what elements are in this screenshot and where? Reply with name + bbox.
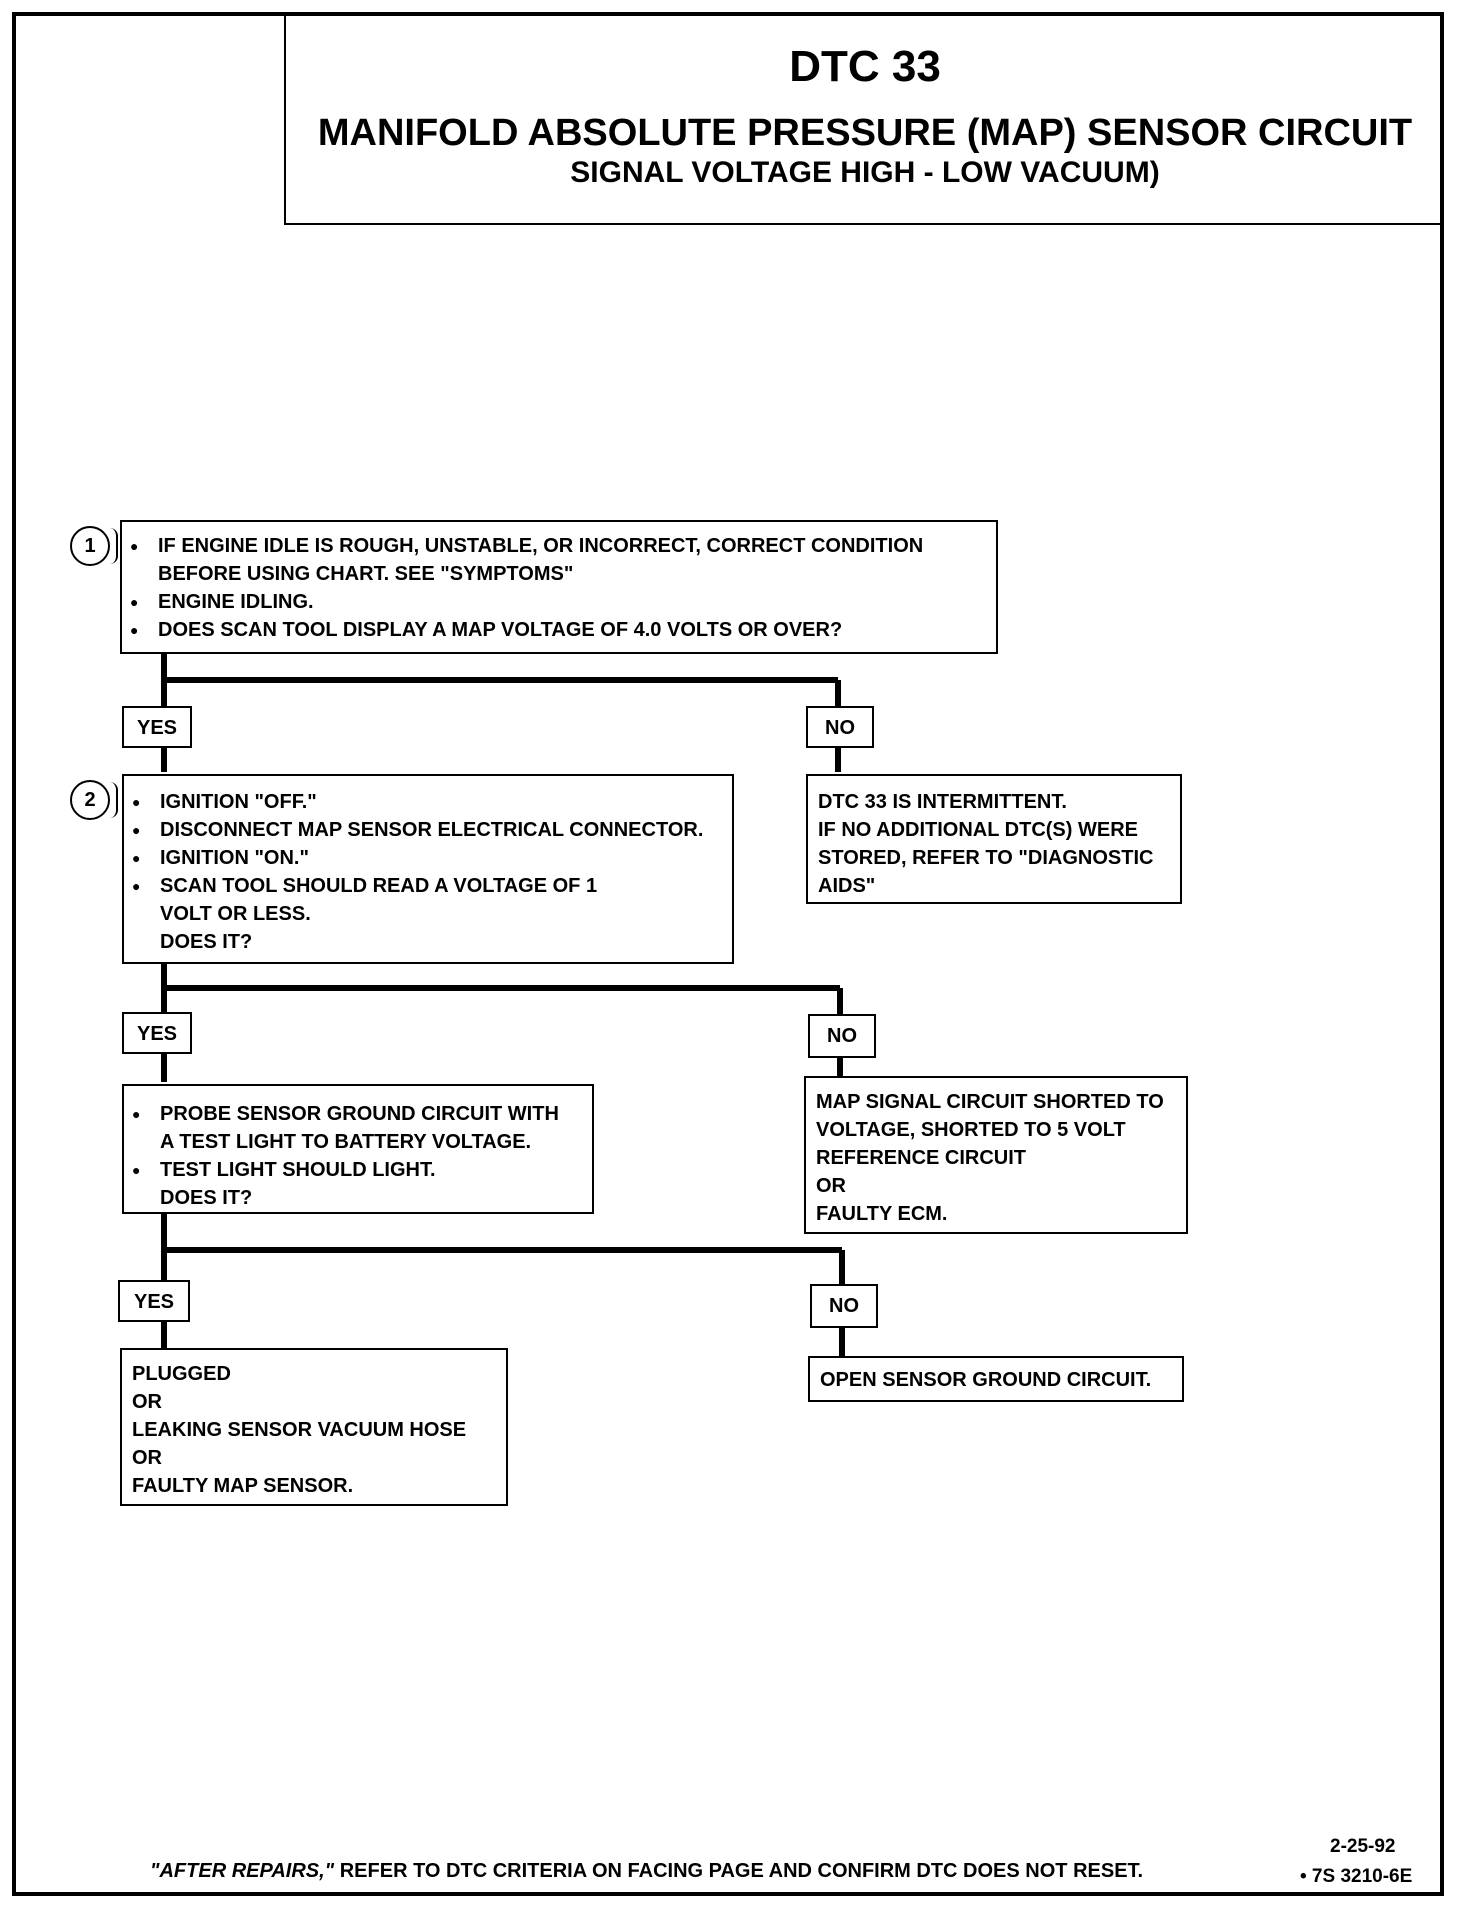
step2-bullet-3: IGNITION "ON.": [124, 844, 732, 872]
result-open-ground-box: OPEN SENSOR GROUND CIRCUIT.: [808, 1356, 1184, 1402]
step3-bullet-2: TEST LIGHT SHOULD LIGHT. DOES IT?: [124, 1156, 592, 1212]
circuit-subtitle: SIGNAL VOLTAGE HIGH - LOW VACUUM): [570, 156, 1160, 189]
step-bracket-1: [110, 528, 118, 564]
after-repairs-phrase: "AFTER REPAIRS,": [150, 1860, 335, 1882]
step-number-2: 2: [70, 780, 110, 820]
step3-box: PROBE SENSOR GROUND CIRCUIT WITH A TEST …: [122, 1084, 594, 1214]
step1-bullet-1: IF ENGINE IDLE IS ROUGH, UNSTABLE, OR IN…: [122, 532, 996, 588]
footer-instruction: REFER TO DTC CRITERIA ON FACING PAGE AND…: [334, 1860, 1144, 1882]
result-plugged-text: PLUGGED OR LEAKING SENSOR VACUUM HOSE OR…: [132, 1363, 467, 1497]
result-open-ground-text: OPEN SENSOR GROUND CIRCUIT.: [820, 1369, 1152, 1391]
step2-bullet-2: DISCONNECT MAP SENSOR ELECTRICAL CONNECT…: [124, 816, 732, 844]
revision-date: 2-25-92: [1330, 1836, 1396, 1857]
result-shorted-text: MAP SIGNAL CIRCUIT SHORTED TO VOLTAGE, S…: [816, 1091, 1164, 1225]
result-plugged-box: PLUGGED OR LEAKING SENSOR VACUUM HOSE OR…: [120, 1348, 508, 1506]
yes-label-2: YES: [122, 1012, 192, 1054]
result-intermittent-box: DTC 33 IS INTERMITTENT. IF NO ADDITIONAL…: [806, 774, 1182, 904]
step-bracket-2: [110, 782, 118, 818]
no-label-3: NO: [810, 1284, 878, 1328]
step2-bullet-1: IGNITION "OFF.": [124, 788, 732, 816]
step3-bullet-1: PROBE SENSOR GROUND CIRCUIT WITH A TEST …: [124, 1100, 592, 1156]
step2-bullet-4: SCAN TOOL SHOULD READ A VOLTAGE OF 1 VOL…: [124, 872, 732, 956]
document-number: • 7S 3210-6E: [1300, 1866, 1413, 1887]
result-shorted-box: MAP SIGNAL CIRCUIT SHORTED TO VOLTAGE, S…: [804, 1076, 1188, 1234]
yes-label-1: YES: [122, 706, 192, 748]
step1-bullet-3: DOES SCAN TOOL DISPLAY A MAP VOLTAGE OF …: [122, 616, 996, 644]
footer-note: "AFTER REPAIRS," REFER TO DTC CRITERIA O…: [150, 1860, 1143, 1883]
dtc-code-title: DTC 33: [789, 42, 941, 91]
circuit-title: MANIFOLD ABSOLUTE PRESSURE (MAP) SENSOR …: [317, 112, 1413, 154]
yes-label-3: YES: [118, 1280, 190, 1322]
page-frame: [12, 12, 1444, 1896]
step1-bullet-2: ENGINE IDLING.: [122, 588, 996, 616]
step2-box: IGNITION "OFF." DISCONNECT MAP SENSOR EL…: [122, 774, 734, 964]
no-label-1: NO: [806, 706, 874, 748]
step-number-1: 1: [70, 526, 110, 566]
step1-box: IF ENGINE IDLE IS ROUGH, UNSTABLE, OR IN…: [120, 520, 998, 654]
title-block: DTC 33 MANIFOLD ABSOLUTE PRESSURE (MAP) …: [284, 12, 1444, 225]
result-intermittent-text: DTC 33 IS INTERMITTENT. IF NO ADDITIONAL…: [818, 791, 1154, 897]
no-label-2: NO: [808, 1014, 876, 1058]
